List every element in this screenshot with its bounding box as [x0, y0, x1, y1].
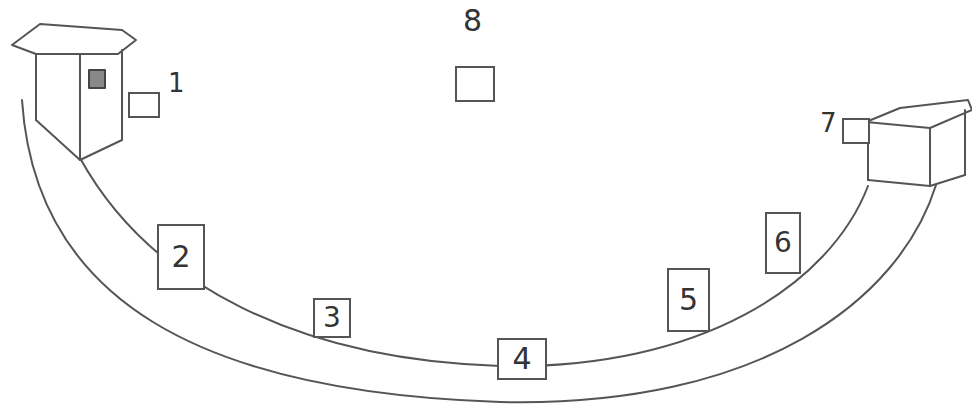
callout-number: 6	[774, 229, 792, 257]
numbered-box: 1	[128, 92, 160, 118]
callout-number: 5	[679, 285, 698, 315]
callout-number: 1	[168, 70, 185, 96]
right-house	[866, 100, 972, 186]
left-house	[12, 24, 136, 160]
callout-number: 8	[463, 6, 482, 36]
callout-number: 7	[820, 110, 837, 136]
numbered-box: 4	[497, 338, 547, 380]
numbered-box: 2	[157, 224, 205, 290]
numbered-box: 8	[455, 66, 495, 102]
numbered-box: 6	[765, 212, 801, 274]
numbered-box: 7	[842, 118, 870, 144]
callout-number: 4	[512, 344, 531, 374]
numbered-box: 3	[313, 298, 351, 338]
path-inner-edge	[80, 158, 868, 366]
numbered-box: 5	[667, 268, 710, 332]
callout-number: 2	[171, 242, 190, 272]
callout-number: 3	[323, 304, 341, 332]
path-outer-edge	[22, 100, 936, 402]
